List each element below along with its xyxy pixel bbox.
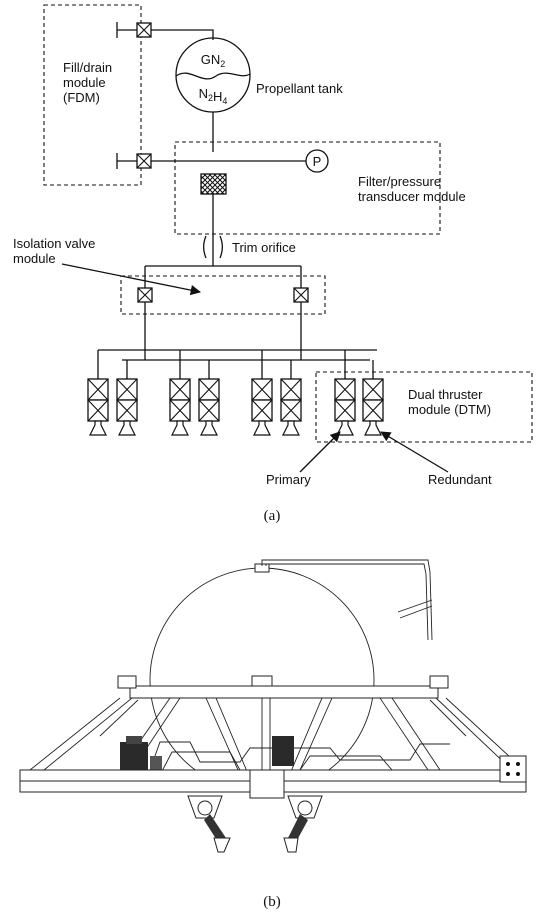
trim-orifice-label: Trim orifice xyxy=(232,240,296,255)
caption-b: (b) xyxy=(263,894,281,910)
thruster-4 xyxy=(198,378,220,436)
primary-label: Primary xyxy=(266,472,311,487)
trim-orifice-left xyxy=(203,235,207,259)
component-center xyxy=(272,736,294,766)
caption-a: (a) xyxy=(264,508,281,524)
fdm-box xyxy=(43,4,142,186)
fill-valve-top xyxy=(136,22,152,38)
filter-module-box xyxy=(174,141,441,235)
tank-label: Propellant tank xyxy=(256,81,343,96)
thruster-8 xyxy=(362,378,384,436)
tank-gas-label: GN2 xyxy=(201,52,226,69)
thruster-cluster-left xyxy=(187,795,231,853)
isolation-valve-left xyxy=(137,287,153,303)
trim-orifice-right xyxy=(219,235,223,259)
redundant-label: Redundant xyxy=(428,472,492,487)
redundant-arrow xyxy=(380,431,449,473)
pressure-transducer xyxy=(305,149,329,173)
mounting-ring xyxy=(129,685,439,699)
thruster-5 xyxy=(251,378,273,436)
pressure-symbol: P xyxy=(313,154,322,169)
component-left xyxy=(120,742,148,774)
tank-liquid-label: N2H4 xyxy=(199,86,228,106)
dtm-box xyxy=(315,371,533,443)
thruster-2 xyxy=(116,378,138,436)
hardware-drawing-b: (b) xyxy=(19,559,527,910)
isolation-valve-right xyxy=(293,287,309,303)
thruster-3 xyxy=(169,378,191,436)
thruster-6 xyxy=(280,378,302,436)
isolation-arrow xyxy=(61,263,202,296)
isolation-module-box xyxy=(120,275,326,315)
liquid-level xyxy=(175,72,251,80)
filter-element xyxy=(200,173,227,195)
primary-arrow xyxy=(299,431,341,473)
thruster-cluster-right xyxy=(283,795,323,853)
thruster-1 xyxy=(87,378,109,436)
drain-valve-bottom xyxy=(136,153,152,169)
thruster-7 xyxy=(334,378,356,436)
